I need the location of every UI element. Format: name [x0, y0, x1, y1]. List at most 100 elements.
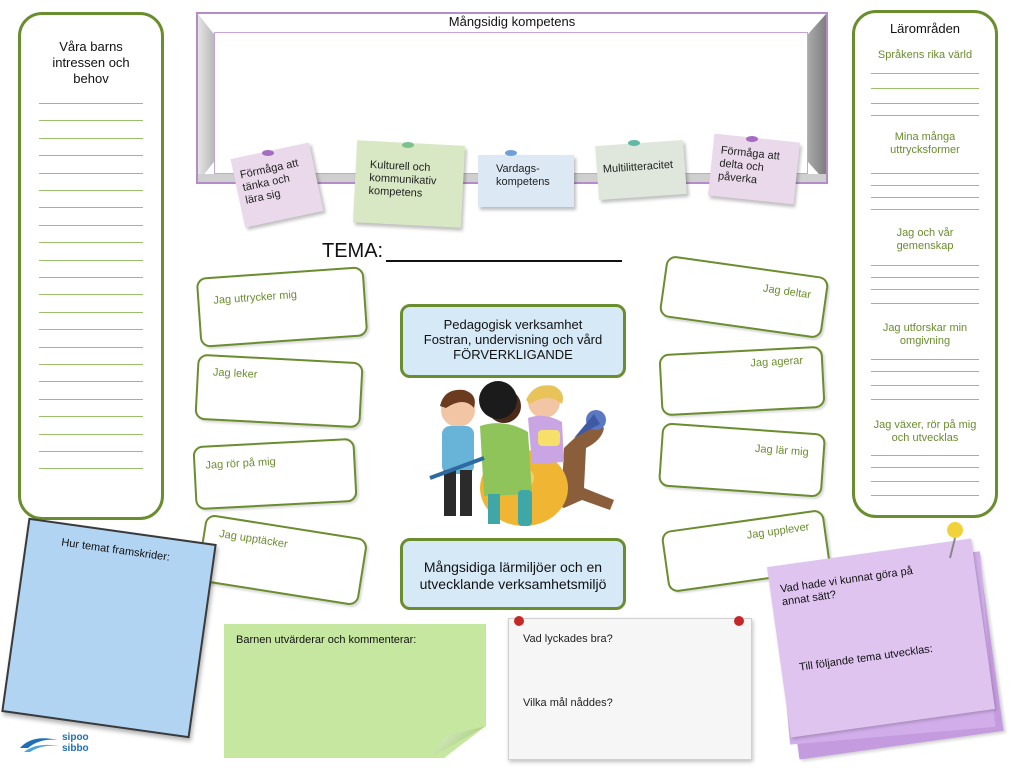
note-label: Kulturell och kommunikativ kompetens	[368, 158, 437, 200]
pin-icon	[746, 136, 758, 142]
left-panel: Våra barns intressen och behov	[18, 12, 164, 520]
ruled-line	[871, 185, 979, 186]
ruled-line	[871, 371, 979, 372]
ruled-line	[39, 381, 143, 382]
theme-progress-label: Hur temat framskrider:	[60, 536, 171, 564]
ruled-line	[871, 303, 979, 304]
theme-progress-note: Hur temat framskrider:	[1, 517, 217, 739]
logo-line1: sipoo	[62, 732, 89, 743]
center-top-line1: Pedagogisk verksamhet	[443, 317, 583, 332]
ruled-line	[39, 434, 143, 435]
frame-right-bevel	[808, 14, 826, 182]
frame-left-bevel	[198, 14, 214, 182]
pushpin-yellow-icon	[947, 522, 963, 559]
ruled-line	[39, 468, 143, 469]
ruled-line	[39, 277, 143, 278]
pin-icon	[628, 140, 640, 146]
ruled-line	[871, 265, 979, 266]
bubble-label: Jag agerar	[750, 354, 804, 370]
ruled-line	[871, 467, 979, 468]
ruled-line	[871, 385, 979, 386]
bubble-label: Jag upptäcker	[218, 527, 289, 551]
ruled-line	[871, 73, 979, 74]
area-explore: Jag utforskar min omgivning	[882, 322, 968, 347]
ruled-line	[39, 173, 143, 174]
ruled-line	[39, 120, 143, 121]
bubble-label: Jag uttrycker mig	[212, 288, 298, 307]
center-top-line2: Fostran, undervisning och vård	[423, 332, 603, 347]
what-could-differ: Vad hade vi kunnat göra på annat sätt?	[779, 564, 914, 609]
ruled-line	[39, 399, 143, 400]
pushpin-left-icon	[514, 616, 524, 626]
pin-icon	[402, 142, 414, 148]
area-community: Jag och vår gemenskap	[896, 227, 954, 252]
pin-icon	[262, 150, 274, 156]
bubble-label: Jag rör på mig	[205, 455, 276, 472]
ruled-line	[39, 294, 143, 295]
ruled-line	[871, 197, 979, 198]
ruled-line	[871, 289, 979, 290]
bubble-discover: Jag upptäcker	[195, 513, 369, 607]
bubble-learn: Jag lär mig	[657, 422, 827, 498]
pedagogical-activity-box: Pedagogisk verksamhet Fostran, undervisn…	[400, 304, 626, 378]
ruled-line	[39, 416, 143, 417]
center-bottom-line2: utvecklande verksamhetsmiljö	[419, 576, 607, 592]
ruled-line	[871, 455, 979, 456]
next-theme-develops: Till följande tema utvecklas:	[798, 642, 934, 674]
ruled-line	[39, 190, 143, 191]
goals-reached: Vilka mål nåddes?	[523, 697, 613, 709]
note-cultural-communicative: Kulturell och kommunikativ kompetens	[352, 140, 466, 228]
ruled-line	[871, 88, 979, 89]
ruled-line	[39, 207, 143, 208]
bubble-play: Jag leker	[194, 353, 364, 429]
right-panel-title: Lärområden	[889, 21, 961, 36]
ruled-line	[871, 173, 979, 174]
ruled-line	[871, 115, 979, 116]
ruled-line	[871, 399, 979, 400]
ruled-line	[871, 277, 979, 278]
logo-text: sipoo sibbo	[62, 732, 89, 754]
what-went-well: Vad lyckades bra?	[523, 633, 613, 645]
ruled-line	[39, 329, 143, 330]
ruled-line	[39, 103, 143, 104]
bubble-label: Jag lär mig	[754, 442, 810, 459]
tema-underline	[386, 260, 622, 262]
tema-label: TEMA:	[322, 240, 384, 262]
ruled-line	[39, 138, 143, 139]
pin-icon	[505, 150, 517, 156]
area-expression: Mina många uttrycksformer	[890, 131, 960, 156]
pushpin-right-icon	[734, 616, 744, 626]
right-panel: Lärområden Språkens rika värld Mina mång…	[852, 10, 998, 518]
ruled-line	[39, 347, 143, 348]
ruled-line	[39, 312, 143, 313]
ruled-line	[39, 451, 143, 452]
children-evaluate-label: Barnen utvärderar och kommenterar:	[236, 634, 417, 646]
ruled-line	[39, 225, 143, 226]
ruled-line	[871, 209, 979, 210]
sipoo-logo-icon	[20, 738, 60, 752]
ruled-line	[39, 364, 143, 365]
bubble-move: Jag rör på mig	[192, 437, 358, 511]
learning-environments-box: Mångsidiga lärmiljöer och en utvecklande…	[400, 538, 626, 610]
note-label: Förmåga att tänka och lära sig	[238, 157, 300, 207]
note-label: Multilitteracitet	[602, 158, 674, 176]
center-top-line3: FÖRVERKLIGANDE	[453, 347, 573, 362]
ruled-line	[871, 359, 979, 360]
children-illustration	[429, 381, 614, 526]
center-bottom-line1: Mångsidiga lärmiljöer och en	[423, 559, 603, 575]
logo-line2: sibbo	[62, 743, 89, 754]
children-evaluate-note: Barnen utvärderar och kommenterar:	[224, 624, 486, 758]
bubble-express: Jag uttrycker mig	[195, 266, 369, 348]
evaluation-note: Vad lyckades bra? Vilka mål nåddes?	[508, 618, 752, 760]
note-everyday-competence: Vardags-kompetens	[478, 155, 574, 207]
bubble-label: Jag leker	[212, 366, 258, 381]
bubble-participate: Jag deltar	[658, 254, 830, 340]
ruled-line	[39, 155, 143, 156]
ruled-line	[871, 103, 979, 104]
frame-title: Mångsidig kompetens	[448, 14, 576, 29]
note-participate-influence: Förmåga att delta och påverka	[707, 133, 801, 205]
note-label: Vardags-kompetens	[496, 163, 550, 188]
bubble-label: Jag upplever	[746, 521, 811, 542]
area-language: Språkens rika värld	[877, 49, 973, 61]
bubble-label: Jag deltar	[762, 282, 812, 302]
